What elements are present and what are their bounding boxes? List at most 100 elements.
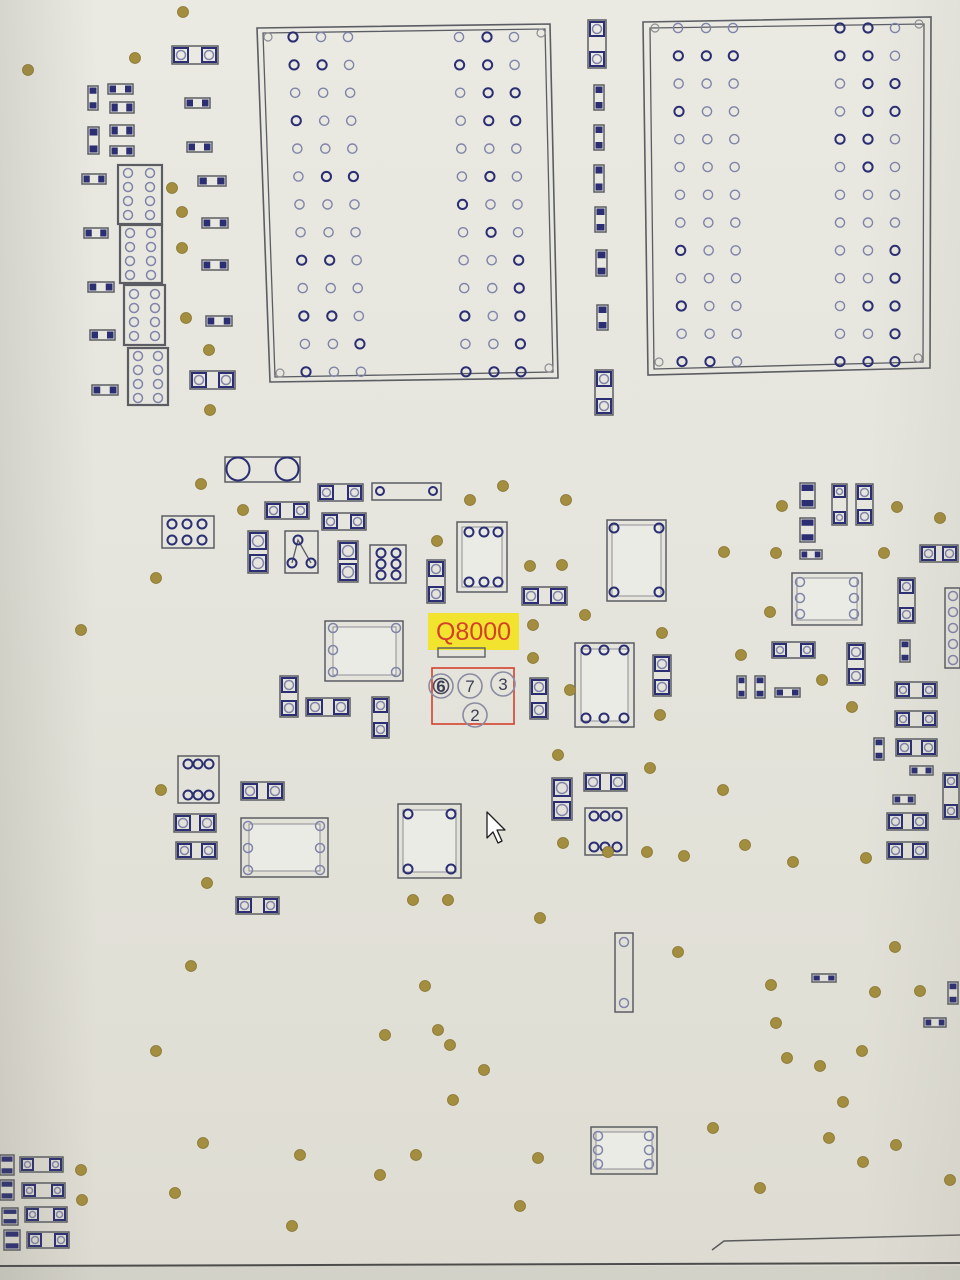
pad[interactable] bbox=[307, 699, 323, 715]
pin-hole[interactable] bbox=[122, 167, 134, 179]
pad[interactable] bbox=[911, 767, 918, 774]
bga-ball[interactable] bbox=[730, 217, 741, 228]
pin-hole[interactable] bbox=[375, 700, 386, 711]
pin-hole[interactable] bbox=[203, 789, 215, 801]
pin-hole[interactable] bbox=[305, 557, 317, 569]
pin-hole[interactable] bbox=[181, 534, 193, 546]
pad[interactable] bbox=[901, 641, 909, 648]
ic-footprint[interactable] bbox=[456, 521, 508, 593]
bga-ball[interactable] bbox=[299, 338, 311, 350]
bga-ball[interactable] bbox=[702, 133, 713, 145]
pad[interactable] bbox=[91, 331, 99, 339]
bga-ball[interactable] bbox=[703, 272, 715, 284]
pad[interactable] bbox=[899, 607, 914, 622]
pin-hole[interactable] bbox=[430, 563, 442, 575]
bga-ball[interactable] bbox=[889, 356, 901, 368]
pad[interactable] bbox=[49, 1158, 62, 1171]
pad[interactable] bbox=[610, 774, 626, 790]
two-pad-component[interactable] bbox=[529, 677, 549, 720]
pad[interactable] bbox=[523, 588, 539, 604]
bga-ball[interactable] bbox=[515, 366, 527, 378]
pin-hole[interactable] bbox=[283, 702, 295, 714]
pad[interactable] bbox=[242, 783, 258, 799]
pin-hole[interactable] bbox=[599, 810, 611, 822]
pin-hole[interactable] bbox=[946, 776, 956, 786]
bga-ball[interactable] bbox=[862, 217, 874, 228]
pad[interactable] bbox=[199, 815, 215, 831]
bga-ball[interactable] bbox=[483, 115, 495, 127]
pin-hole[interactable] bbox=[132, 364, 144, 376]
pin-hole[interactable] bbox=[177, 817, 189, 829]
pad[interactable] bbox=[3, 1219, 17, 1224]
pin-hole[interactable] bbox=[445, 863, 457, 875]
bga-ball[interactable] bbox=[514, 338, 527, 350]
pin-hole[interactable] bbox=[656, 681, 668, 693]
pad[interactable] bbox=[89, 102, 97, 109]
pin-hole[interactable] bbox=[555, 803, 569, 817]
bga-ball[interactable] bbox=[460, 338, 471, 350]
bga-ball[interactable] bbox=[702, 161, 713, 173]
pad[interactable] bbox=[249, 554, 267, 572]
pad[interactable] bbox=[949, 996, 957, 1003]
pad[interactable] bbox=[857, 485, 872, 500]
bga-ball[interactable] bbox=[673, 78, 684, 89]
pin-hole[interactable] bbox=[598, 400, 610, 412]
bga-ball[interactable] bbox=[702, 189, 714, 201]
pin-hole[interactable] bbox=[341, 565, 355, 579]
bga-ball[interactable] bbox=[458, 254, 469, 266]
pin-hole[interactable] bbox=[492, 526, 504, 538]
bga-ball[interactable] bbox=[512, 199, 523, 210]
pad[interactable] bbox=[201, 47, 217, 63]
pin-hole[interactable] bbox=[30, 1235, 40, 1245]
bga-ball[interactable] bbox=[834, 161, 846, 173]
bga-ball[interactable] bbox=[315, 31, 327, 43]
pin-hole[interactable] bbox=[220, 374, 232, 386]
pin-hole[interactable] bbox=[335, 701, 347, 713]
bga-ball[interactable] bbox=[675, 244, 687, 256]
pad[interactable] bbox=[5, 1231, 19, 1237]
pin-hole[interactable] bbox=[193, 374, 205, 386]
pad[interactable] bbox=[598, 306, 607, 314]
pad[interactable] bbox=[896, 712, 910, 726]
pin-hole[interactable] bbox=[181, 518, 193, 530]
pin-hole[interactable] bbox=[375, 547, 387, 559]
pin-hole[interactable] bbox=[132, 392, 144, 404]
ic-footprint[interactable] bbox=[944, 587, 960, 669]
bga-ball[interactable] bbox=[353, 310, 365, 322]
pin-hole[interactable] bbox=[128, 316, 140, 328]
two-pad-component[interactable] bbox=[235, 896, 280, 915]
bga-ball[interactable] bbox=[324, 254, 336, 266]
pad[interactable] bbox=[281, 700, 297, 716]
bga-ball[interactable] bbox=[676, 356, 688, 368]
two-pad-component[interactable] bbox=[175, 841, 218, 860]
bga-ball[interactable] bbox=[730, 245, 741, 256]
bga-ball[interactable] bbox=[862, 161, 874, 173]
bga-ball[interactable] bbox=[834, 50, 846, 62]
bga-ball[interactable] bbox=[889, 328, 901, 340]
pin-hole[interactable] bbox=[149, 316, 161, 328]
pad[interactable] bbox=[896, 683, 910, 697]
pad[interactable] bbox=[589, 21, 605, 37]
ic-footprint[interactable] bbox=[574, 642, 635, 728]
pin-hole[interactable] bbox=[149, 288, 161, 300]
bga-ball[interactable] bbox=[700, 22, 712, 34]
pin-hole[interactable] bbox=[850, 670, 862, 682]
ic-footprint[interactable] bbox=[122, 283, 167, 347]
pin-hole[interactable] bbox=[192, 789, 204, 801]
pin-hole[interactable] bbox=[149, 330, 161, 342]
pad[interactable] bbox=[585, 774, 601, 790]
pin-hole[interactable] bbox=[28, 1210, 37, 1219]
pad[interactable] bbox=[801, 519, 814, 526]
bga-ball[interactable] bbox=[728, 106, 740, 117]
bga-ball[interactable] bbox=[834, 133, 846, 145]
pad[interactable] bbox=[89, 128, 98, 136]
pin-hole[interactable] bbox=[850, 646, 862, 658]
bga-ball[interactable] bbox=[514, 310, 526, 322]
bga-ball[interactable] bbox=[889, 217, 901, 228]
pad[interactable] bbox=[550, 588, 566, 604]
ic-footprint[interactable] bbox=[324, 620, 404, 682]
bga-ball[interactable] bbox=[727, 50, 739, 62]
pad[interactable] bbox=[921, 546, 936, 561]
bga-ball[interactable] bbox=[513, 254, 525, 266]
bga-ball[interactable] bbox=[889, 161, 901, 173]
